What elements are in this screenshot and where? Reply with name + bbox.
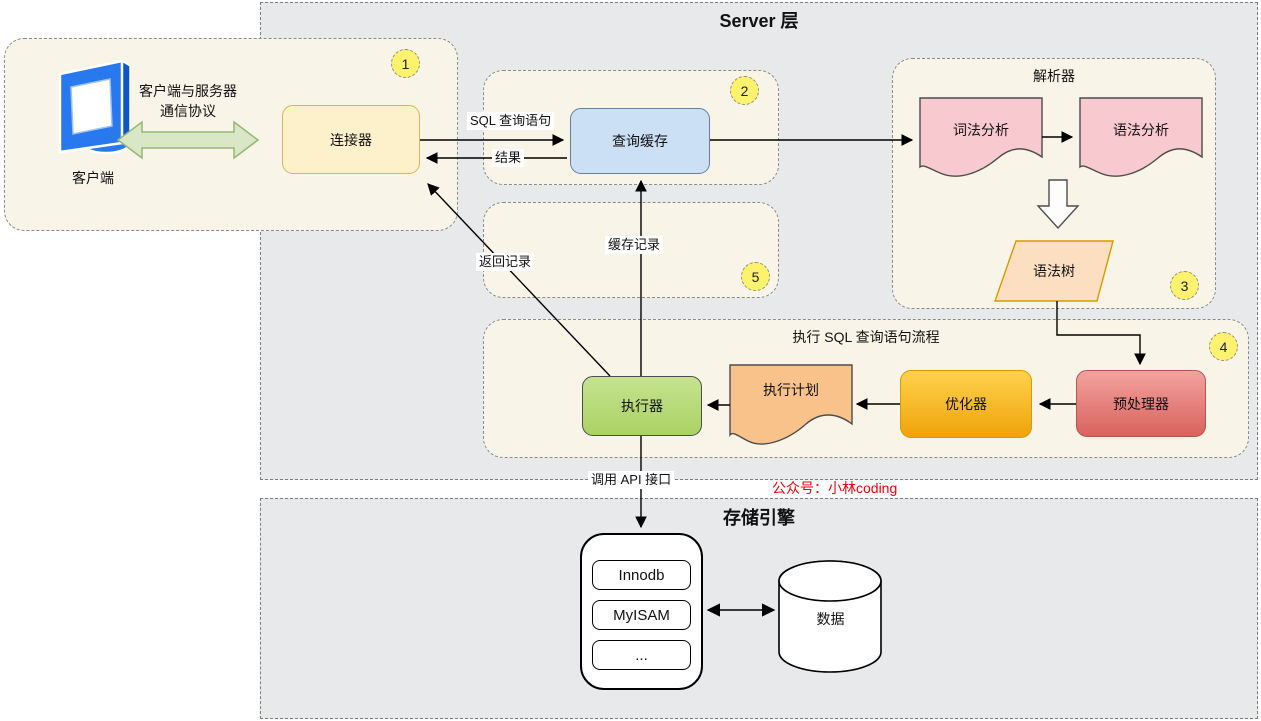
lexical-analysis-shape bbox=[919, 97, 1043, 177]
title-storage-engine: 存储引擎 bbox=[723, 508, 795, 528]
protocol-double-arrow bbox=[116, 120, 260, 160]
engine-innodb: Innodb bbox=[592, 560, 691, 590]
client-computer-icon bbox=[58, 59, 134, 155]
edge-label-result: 结果 bbox=[492, 149, 525, 167]
title-exec-flow: 执行 SQL 查询语句流程 bbox=[792, 329, 940, 345]
node-query-cache: 查询缓存 bbox=[570, 108, 710, 174]
node-syntax-tree: 语法树 bbox=[1033, 263, 1075, 279]
badge-step-1: 1 bbox=[391, 49, 420, 78]
badge-step-5-num: 5 bbox=[751, 268, 760, 285]
badge-step-5: 5 bbox=[741, 262, 770, 291]
edge-label-cache-record: 缓存记录 bbox=[605, 236, 664, 254]
data-label: 数据 bbox=[816, 611, 845, 627]
node-optimizer: 优化器 bbox=[900, 370, 1032, 438]
node-syntax-analysis: 语法分析 bbox=[1113, 122, 1169, 138]
badge-step-2-num: 2 bbox=[740, 82, 749, 99]
execution-plan-shape bbox=[729, 364, 853, 445]
parser-block-arrow bbox=[1036, 179, 1080, 230]
node-preprocessor: 预处理器 bbox=[1076, 370, 1206, 437]
arrow-executor-to-connector bbox=[427, 183, 611, 377]
edge-label-sql-query: SQL 查询语句 bbox=[467, 112, 555, 130]
badge-step-3: 3 bbox=[1170, 271, 1199, 300]
node-execution-plan: 执行计划 bbox=[763, 382, 819, 398]
syntax-analysis-shape bbox=[1079, 97, 1203, 177]
badge-step-4: 4 bbox=[1209, 332, 1238, 361]
protocol-label-line1: 客户端与服务器 bbox=[139, 83, 237, 99]
node-lexical-analysis: 词法分析 bbox=[953, 122, 1009, 138]
badge-step-1-num: 1 bbox=[401, 55, 410, 72]
data-cylinder bbox=[778, 560, 882, 673]
engine-myisam: MyISAM bbox=[592, 600, 691, 630]
arrow-tree-to-preprocessor bbox=[1056, 301, 1146, 366]
badge-step-3-num: 3 bbox=[1180, 277, 1189, 294]
node-connector: 连接器 bbox=[282, 105, 420, 174]
badge-step-4-num: 4 bbox=[1219, 338, 1228, 355]
protocol-label: 客户端与服务器 通信协议 bbox=[118, 81, 258, 121]
edge-label-return-record: 返回记录 bbox=[476, 253, 535, 271]
client-label: 客户端 bbox=[72, 170, 114, 186]
syntax-tree-shape bbox=[994, 240, 1114, 302]
title-server-layer: Server 层 bbox=[719, 11, 799, 31]
node-executor: 执行器 bbox=[582, 376, 702, 436]
edge-label-call-api: 调用 API 接口 bbox=[588, 471, 675, 489]
engine-more: ... bbox=[592, 640, 691, 670]
title-parser: 解析器 bbox=[1033, 68, 1075, 84]
badge-step-2: 2 bbox=[730, 76, 759, 105]
protocol-label-line2: 通信协议 bbox=[160, 103, 216, 119]
watermark-text: 公众号：小林coding bbox=[772, 480, 898, 496]
